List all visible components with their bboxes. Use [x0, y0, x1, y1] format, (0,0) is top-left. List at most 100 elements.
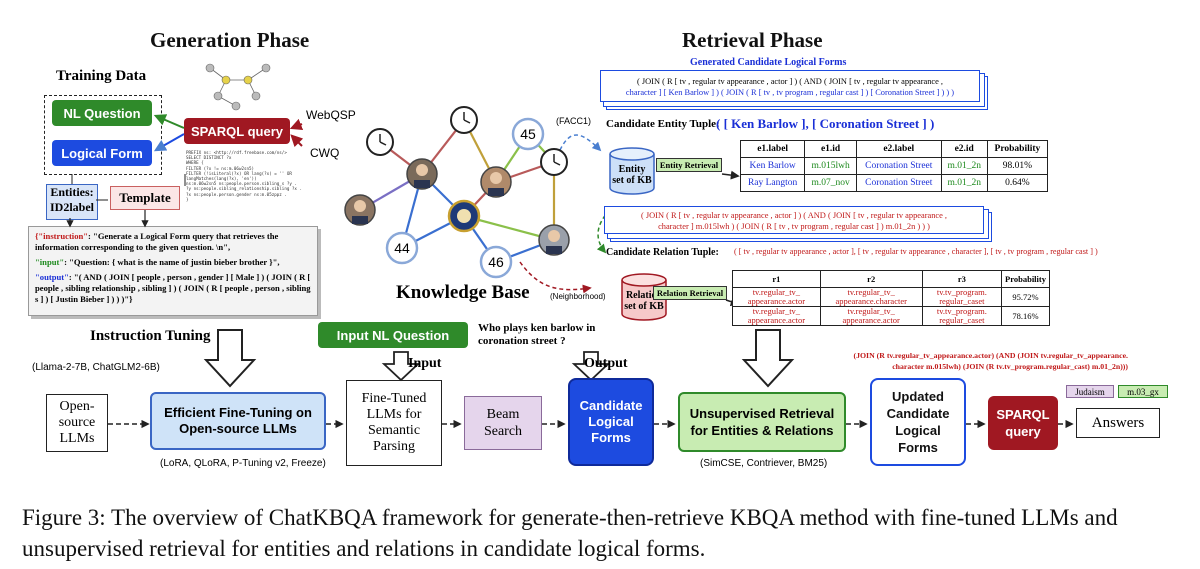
- entities-label: Entities:: [50, 185, 94, 199]
- knowledge-graph: [344, 106, 570, 279]
- left-connectors: [66, 114, 1074, 429]
- candidate-entity-tuple-label: Candidate Entity Tuple:: [606, 118, 720, 130]
- output-label: Output: [584, 356, 628, 371]
- entity-set-cylinder: [609, 147, 655, 195]
- answers-box: Answers: [1076, 408, 1160, 438]
- table-cell: Ray Langton: [739, 174, 806, 192]
- sparql-code-line: ns:m.06w2sn5 ns:people.person.sibling_s …: [186, 181, 297, 187]
- answer-id-badge: m.03_gx: [1118, 385, 1168, 398]
- output-text: : "( AND ( JOIN [ people , person , gend…: [35, 272, 311, 304]
- retrieval-phase-title: Retrieval Phase: [682, 28, 823, 52]
- entities-box: Entities: ID2label: [46, 184, 98, 220]
- table-cell: 0.64%: [986, 174, 1049, 192]
- sparql-query-box: SPARQL query: [184, 118, 290, 144]
- efficient-finetuning-box: Efficient Fine-Tuning on Open-source LLM…: [150, 392, 326, 450]
- candidate-relation-tuple-label: Candidate Relation Tuple:: [606, 247, 719, 258]
- generation-phase-title: Generation Phase: [150, 28, 310, 52]
- sparql-code-line: }: [186, 196, 189, 202]
- table-cell: tv.regular_tv_ appearance.actor: [732, 306, 821, 326]
- entity-table: e1.label e1.id e2.label e2.id Probabilit…: [739, 140, 1049, 192]
- kg-node-44: 44: [394, 240, 410, 256]
- sparql-code-line: WHERE {: [186, 160, 204, 166]
- unsupervised-retrieval-box: Unsupervised Retrieval for Entities & Re…: [678, 392, 846, 452]
- entity-table-header: e1.id: [804, 140, 857, 158]
- training-data-title: Training Data: [56, 68, 147, 84]
- table-cell: tv.tv_program. regular_caset: [921, 287, 1003, 307]
- table-cell: tv.regular_tv_ appearance.character: [819, 287, 923, 307]
- input-key: "input": [35, 257, 65, 267]
- table-cell: Ken Barlow: [739, 157, 806, 175]
- finetune-methods-label: (LoRA, QLoRA, P-Tuning v2, Freeze): [160, 458, 326, 469]
- gen-form-line1: ( JOIN ( R [ tv , regular tv appearance …: [636, 77, 944, 86]
- candidate-relation-tuple-value: ( [ tv , regular tv appearance , actor ]…: [734, 247, 1098, 256]
- updated-logical-forms-box: Updated Candidate Logical Forms: [870, 378, 966, 466]
- table-cell: m.07_nov: [804, 174, 857, 192]
- query-graph-icon: [205, 63, 271, 111]
- sparql-query-pipeline-box: SPARQL query: [988, 396, 1058, 450]
- sparql-code-line: ?y ns:people.sibling_relationship.siblin…: [186, 186, 302, 192]
- sparql-code-line: ?x ns:people.person.gender ns:m.05zppz .: [186, 191, 287, 197]
- fine-tuned-llms-box: Fine-Tuned LLMs for Semantic Parsing: [346, 380, 442, 466]
- knowledge-base-title: Knowledge Base: [396, 282, 530, 303]
- table-cell: 98.01%: [986, 157, 1049, 175]
- retrievers-label: (SimCSE, Contriever, BM25): [700, 458, 828, 469]
- answer-label-badge: Judaism: [1066, 385, 1114, 398]
- instruction-example-box: {"instruction": "Generate a Logical Form…: [28, 226, 318, 316]
- relation-table-header: Probability: [1001, 270, 1050, 288]
- final-form-text: (JOIN (R tv.regular_tv_appearance.actor)…: [808, 350, 1128, 372]
- table-cell: tv.regular_tv_ appearance.actor: [732, 287, 821, 307]
- base-models-label: (Llama-2-7B, ChatGLM2-6B): [32, 362, 160, 373]
- instruction-tuning-label: Instruction Tuning: [90, 328, 211, 344]
- entity-table-header: e1.label: [739, 140, 806, 158]
- table-cell: m.015lwh: [804, 157, 857, 175]
- sparql-code-line: FILTER (!isLiteral(?x) OR lang(?x) = '' …: [186, 170, 292, 182]
- output-key: "output": [35, 272, 69, 282]
- sparql-code-line: FILTER (?x != ns:m.06w2sn5): [186, 165, 255, 171]
- sparql-code-line: PREFIX ns: <http://rdf.freebase.com/ns/>: [186, 150, 287, 155]
- candidate-entity-tuple-value: ( [ Ken Barlow ], [ Coronation Street ] …: [716, 116, 935, 131]
- beam-search-box: Beam Search: [464, 396, 542, 450]
- table-cell: m.01_2n: [940, 174, 988, 192]
- table-cell: tv.regular_tv_ appearance.actor: [819, 306, 923, 326]
- candidate-logical-forms-box: Candidate Logical Forms: [568, 378, 654, 466]
- entity-table-header: e2.label: [855, 140, 942, 158]
- sparql-code-block: PREFIX ns: <http://rdf.freebase.com/ns/>…: [186, 150, 336, 202]
- relation-table-header: r3: [921, 270, 1003, 288]
- mid-form-line2: character ] m.015lwh ) ( JOIN ( R [ tv ,…: [658, 222, 930, 231]
- generated-forms-title: Generated Candidate Logical Forms: [690, 57, 847, 68]
- table-cell: tv.tv_program. regular_caset: [921, 306, 1003, 326]
- relation-set-label: Relation set of KB: [624, 290, 664, 312]
- gen-form-line2: character ] [ Ken Barlow ] ) ( JOIN ( R …: [625, 88, 955, 97]
- open-source-llms-box: Open-source LLMs: [46, 394, 108, 452]
- template-box: Template: [110, 186, 180, 210]
- table-cell: 95.72%: [1001, 287, 1050, 307]
- table-cell: 78.16%: [1001, 306, 1050, 326]
- table-row: tv.regular_tv_ appearance.actor tv.regul…: [732, 306, 1050, 326]
- webqsp-label: WebQSP: [306, 108, 356, 122]
- example-question: Who plays ken barlow in coronation stree…: [478, 322, 596, 347]
- cwq-label: CWQ: [310, 146, 340, 160]
- facc1-label: (FACC1): [556, 116, 592, 126]
- table-cell: Coronation Street: [855, 157, 942, 175]
- instruction-text: : "Generate a Logical Form query that re…: [35, 231, 279, 252]
- training-data-box: [44, 95, 162, 175]
- table-row: Ray Langton m.07_nov Coronation Street m…: [739, 174, 1049, 192]
- mid-form-line1: ( JOIN ( R [ tv , regular tv appearance …: [640, 211, 948, 220]
- table-row: tv.regular_tv_ appearance.actor tv.regul…: [732, 287, 1050, 307]
- mid-forms-stack: ( JOIN ( R [ tv , regular tv appearance …: [604, 206, 992, 242]
- entity-table-header: e2.id: [940, 140, 988, 158]
- neighborhood-label: (Neighborhood): [550, 292, 606, 301]
- logical-form-box: Logical Form: [52, 140, 152, 166]
- relation-table: r1 r2 r3 Probability tv.regular_tv_ appe…: [732, 270, 1050, 326]
- entity-retrieval-box: Entity Retrieval: [656, 158, 722, 172]
- nl-question-box: NL Question: [52, 100, 152, 126]
- entity-table-header: Probability: [986, 140, 1049, 158]
- input-nl-question-box: Input NL Question: [318, 322, 468, 348]
- entity-set-label: Entity set of KB: [612, 164, 652, 186]
- final-form-line1: (JOIN (R tv.regular_tv_appearance.actor)…: [853, 351, 1128, 360]
- input-label: Input: [408, 356, 442, 371]
- table-cell: m.01_2n: [940, 157, 988, 175]
- generated-forms-stack: ( JOIN ( R [ tv , regular tv appearance …: [600, 70, 988, 110]
- instruction-key: {"instruction": [35, 231, 89, 241]
- kg-node-45: 45: [520, 126, 536, 142]
